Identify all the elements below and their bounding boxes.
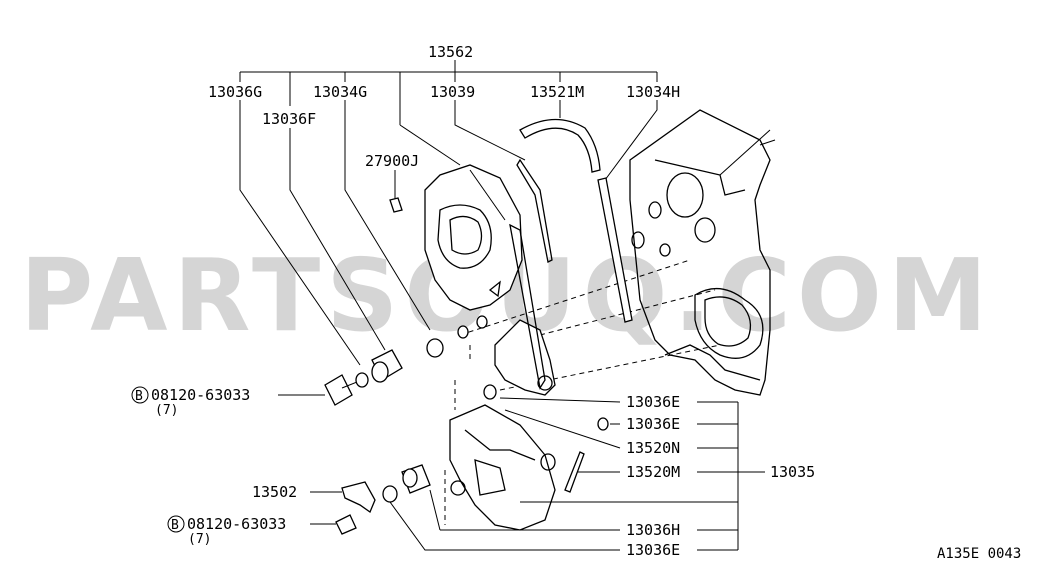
svg-text:B: B	[171, 518, 179, 533]
lower-fastener-set	[335, 464, 431, 535]
label-13502[interactable]: 13502	[252, 483, 297, 501]
diagram-reference: A135E 0043	[937, 546, 1021, 562]
upper-timing-cover	[424, 164, 523, 311]
label-13039[interactable]: 13039	[430, 83, 475, 101]
lower-timing-cover	[494, 319, 556, 396]
label-13036f[interactable]: 13036F	[262, 110, 316, 128]
gasket-13039	[509, 158, 553, 390]
label-13036e-b[interactable]: 13036E	[626, 415, 680, 433]
clip-27900j	[389, 197, 403, 213]
upper-fastener-set	[324, 315, 488, 406]
label-bolt-lower-qty: (7)	[188, 532, 211, 547]
b-marker-upper: B	[131, 386, 149, 404]
label-13034g[interactable]: 13034G	[313, 83, 367, 101]
label-13036g[interactable]: 13036G	[208, 83, 262, 101]
label-13036e-a[interactable]: 13036E	[626, 393, 680, 411]
right-leaders	[389, 397, 765, 551]
svg-text:B: B	[135, 389, 143, 404]
gasket-13034h	[597, 177, 633, 323]
label-27900j[interactable]: 27900J	[365, 152, 419, 170]
label-bolt-upper-qty: (7)	[155, 403, 178, 418]
label-13520n[interactable]: 13520N	[626, 439, 680, 457]
lower-cover-assembly	[449, 384, 609, 531]
left-leaders	[278, 394, 342, 525]
label-13036e-c[interactable]: 13036E	[626, 541, 680, 559]
label-13036h[interactable]: 13036H	[626, 521, 680, 539]
label-13562[interactable]: 13562	[428, 43, 473, 61]
label-13035[interactable]: 13035	[770, 463, 815, 481]
label-13034h[interactable]: 13034H	[626, 83, 680, 101]
label-bolt-lower[interactable]: 08120-63033	[187, 515, 286, 533]
label-13521m[interactable]: 13521M	[530, 83, 584, 101]
b-marker-lower: B	[167, 515, 185, 533]
seal-13521m	[519, 118, 601, 173]
engine-block	[629, 109, 776, 396]
label-bolt-upper[interactable]: 08120-63033	[151, 386, 250, 404]
leader-13562	[239, 60, 658, 125]
top-leaders	[239, 100, 658, 366]
label-13520m[interactable]: 13520M	[626, 463, 680, 481]
